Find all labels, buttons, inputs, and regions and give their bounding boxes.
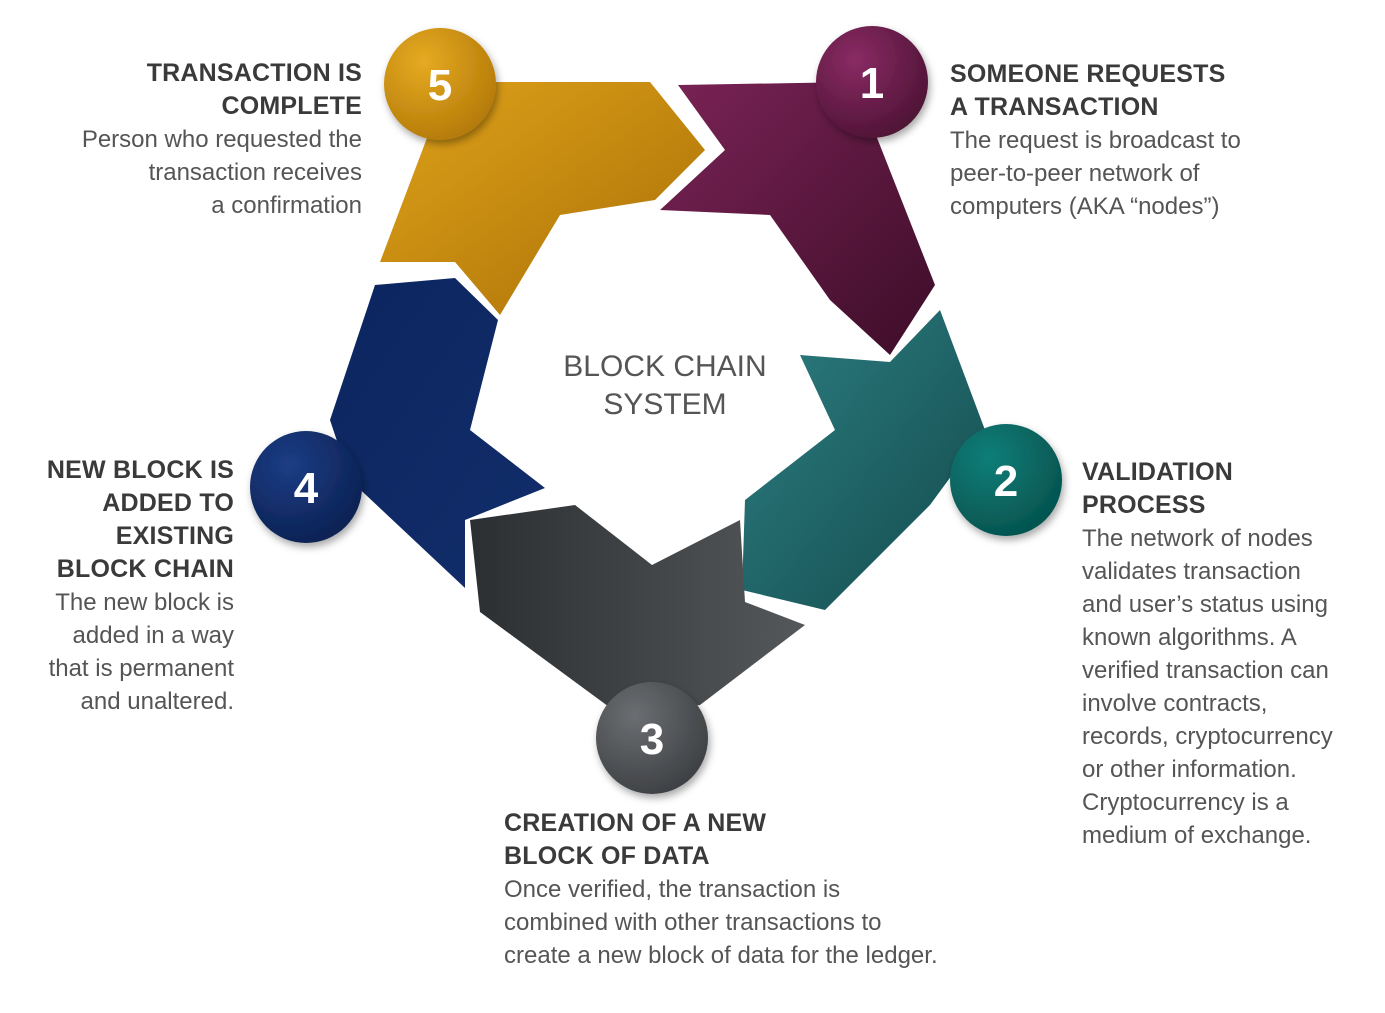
step-4-title-line: EXISTING [115,522,234,550]
step-5-desc-line: transaction receives [148,159,362,186]
step-1-desc-line: peer-to-peer network of [950,160,1200,187]
step-1-badge: 1 [816,26,928,138]
step-1-desc-line: The request is broadcast to [950,127,1241,154]
step-1-title-line: SOMEONE REQUESTS [950,60,1226,88]
step-2-desc-line: involve contracts, [1082,690,1268,717]
step-2-desc-line: Cryptocurrency is a [1082,789,1289,816]
segment-4-arrow [330,278,545,588]
step-1-description: The request is broadcast to peer-to-peer… [950,124,1330,223]
step-2-desc-line: validates transaction [1082,558,1301,585]
step-1-desc-line: computers (AKA “nodes”) [950,193,1220,220]
step-4-description: The new block is added in a way that is … [10,586,234,718]
step-3-description: Once verified, the transaction is combin… [504,873,1024,972]
step-2-desc-line: medium of exchange. [1082,822,1312,849]
step-1-number: 1 [860,59,884,108]
step-4-text: NEW BLOCK IS ADDED TO EXISTING BLOCK CHA… [10,454,234,718]
step-4-number: 4 [294,464,319,513]
step-4-badge: 4 [250,431,362,543]
step-3-text: CREATION OF A NEW BLOCK OF DATA Once ver… [504,807,1024,972]
step-1-title-line: A TRANSACTION [950,93,1159,121]
step-5-desc-line: Person who requested the [81,126,362,153]
step-1-text: SOMEONE REQUESTS A TRANSACTION The reque… [950,58,1330,223]
step-2-title: VALIDATION PROCESS [1082,456,1382,522]
step-3-badge: 3 [596,682,708,794]
segment-3-arrow [470,505,805,715]
step-4-desc-line: The new block is [55,589,234,616]
step-3-title: CREATION OF A NEW BLOCK OF DATA [504,807,1024,873]
step-5-title-line: COMPLETE [221,92,362,120]
step-2-desc-line: The network of nodes [1082,525,1313,552]
step-2-desc-line: or other information. [1082,756,1297,783]
step-3-desc-line: combined with other transactions to [504,909,882,936]
step-3-desc-line: create a new block of data for the ledge… [504,942,938,969]
step-2-number: 2 [994,457,1018,506]
step-5-desc-line: a confirmation [211,192,362,219]
center-label-line-2: SYSTEM [603,388,727,421]
step-2-desc-line: verified transaction can [1082,657,1329,684]
step-2-badge: 2 [950,424,1062,536]
step-2-title-line: VALIDATION [1082,458,1234,486]
center-label-line-1: BLOCK CHAIN [563,350,767,383]
step-2-title-line: PROCESS [1082,491,1206,519]
step-5-badge: 5 [384,28,496,140]
step-2-description: The network of nodes validates transacti… [1082,522,1382,852]
step-4-title-line: ADDED TO [102,489,234,517]
step-5-title: TRANSACTION IS COMPLETE [20,57,362,123]
step-4-title: NEW BLOCK IS ADDED TO EXISTING BLOCK CHA… [10,454,234,586]
segment-2-arrow [742,310,985,610]
step-5-number: 5 [428,61,452,110]
step-2-desc-line: and user’s status using [1082,591,1328,618]
step-3-desc-line: Once verified, the transaction is [504,876,841,903]
step-4-title-line: BLOCK CHAIN [56,555,234,583]
step-2-desc-line: known algorithms. A [1082,624,1297,651]
step-3-title-line: BLOCK OF DATA [504,842,710,870]
segment-5-arrow [380,82,705,315]
step-2-desc-line: records, cryptocurrency [1082,723,1333,750]
step-5-title-line: TRANSACTION IS [146,59,362,87]
segment-1-arrow [660,82,935,355]
step-4-desc-line: added in a way [72,622,234,649]
step-5-text: TRANSACTION IS COMPLETE Person who reque… [20,57,362,222]
step-4-desc-line: and unaltered. [80,688,234,715]
step-4-desc-line: that is permanent [48,655,234,682]
step-2-text: VALIDATION PROCESS The network of nodes … [1082,456,1382,852]
step-5-description: Person who requested the transaction rec… [20,123,362,222]
step-1-title: SOMEONE REQUESTS A TRANSACTION [950,58,1330,124]
step-3-title-line: CREATION OF A NEW [504,809,767,837]
center-label: BLOCK CHAIN SYSTEM [520,348,810,424]
step-4-title-line: NEW BLOCK IS [46,456,234,484]
step-3-number: 3 [640,715,664,764]
